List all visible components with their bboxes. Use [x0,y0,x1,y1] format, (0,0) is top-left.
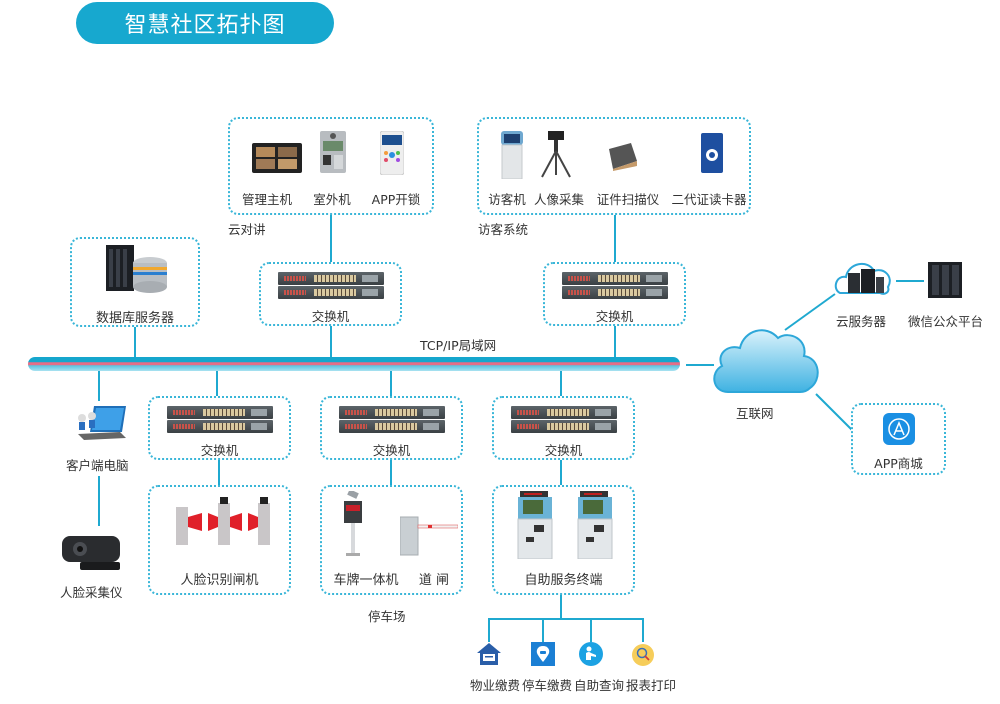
face-capture-camera-icon [62,536,120,570]
wechat-platform-server-icon [928,262,962,298]
report-print-icon [632,644,654,666]
internet-cloud-icon [713,329,819,393]
switch-label: 交换机 [595,309,634,324]
self-service-terminal-box: 自助服务终端 [492,485,635,595]
outdoor-unit-label: 室外机 [313,192,351,207]
tcp-ip-lan-bus [28,357,680,371]
face-recognition-gate-icon [176,497,270,545]
parking-fee-icon [531,642,555,666]
app-store-label: APP商城 [874,456,923,471]
switch-box-bottom-3: 交换机 [492,396,635,460]
face-recognition-gate-box: 人脸识别闸机 [148,485,291,595]
license-plate-camera-icon [344,491,362,556]
connector-line [896,280,924,282]
connector-line [98,476,100,526]
switch-icon [339,406,445,434]
switch-label: 交换机 [544,443,583,458]
connector-line [560,595,562,619]
visitor-system-group: 访客机 人像采集 证件扫描仪 二代证读卡器 [477,117,751,215]
connector-line [560,460,562,486]
database-server-icon [106,245,167,293]
connector-line [542,618,544,642]
visitor-kiosk-icon [501,131,523,179]
management-host-label: 管理主机 [241,192,292,207]
database-server-box: 数据库服务器 [70,237,200,327]
lan-bus-label: TCP/IP局域网 [420,338,497,353]
switch-label: 交换机 [200,443,239,458]
connector-line [98,371,100,401]
connector-line [330,215,332,263]
connector-line [642,618,644,642]
connector-line [134,327,136,359]
parking-box: 车牌一体机 道 闸 [320,485,463,595]
connector-line [390,460,392,486]
portrait-camera-icon [541,131,571,178]
switch-box-bottom-1: 交换机 [148,396,291,460]
portrait-capture-label: 人像采集 [533,192,584,207]
property-fee-label: 物业缴费 [470,678,521,693]
app-store-box[interactable]: APP商城 [851,403,946,475]
id-scanner-icon [609,143,637,171]
switch-box-top-left: 交换机 [259,262,402,326]
connector-line [216,371,218,397]
client-pc-icon [78,406,126,440]
switch-box-top-right: 交换机 [543,262,686,326]
connector-line [614,326,616,359]
switch-icon [167,406,273,434]
client-pc-label: 客户端电脑 [66,458,129,473]
cloud-intercom-group: 管理主机 室外机 APP开锁 [228,117,434,215]
id-card-reader-icon [701,133,723,173]
wechat-platform-label: 微信公众平台 [908,314,984,329]
app-unlock-phone-icon [380,131,404,175]
internet-label: 互联网 [736,406,774,421]
id-card-reader-label: 二代证读卡器 [671,192,747,207]
parking-group-label: 停车场 [368,609,406,624]
connector-line [815,393,853,431]
switch-label: 交换机 [372,443,411,458]
connector-line [590,618,592,642]
connector-line [488,618,490,642]
face-recognition-gate-label: 人脸识别闸机 [180,573,259,588]
barrier-gate-icon [400,516,458,556]
switch-icon [511,406,617,434]
self-service-terminal-label: 自助服务终端 [524,573,603,588]
connector-line [330,326,332,359]
connector-line [390,371,392,397]
id-scanner-label: 证件扫描仪 [596,192,660,207]
self-query-icon [579,642,603,666]
connector-line [218,460,220,486]
connector-line [686,364,714,366]
license-plate-camera-label: 车牌一体机 [333,573,399,588]
app-unlock-label: APP开锁 [371,192,421,207]
connector-line [560,371,562,397]
switch-label: 交换机 [311,309,350,324]
switch-icon [562,272,668,300]
connector-line [488,618,644,620]
cloud-intercom-group-label: 云对讲 [228,222,266,237]
switch-icon [278,272,384,300]
cloud-server-icon [834,262,891,295]
database-server-label: 数据库服务器 [95,311,174,326]
barrier-gate-label: 道 闸 [418,573,450,588]
face-capture-camera-label: 人脸采集仪 [60,585,123,600]
connector-line [614,215,616,263]
report-print-label: 报表打印 [626,678,677,693]
management-host-icon [252,143,302,173]
visitor-system-group-label: 访客系统 [478,222,529,237]
app-store-icon [883,413,915,445]
self-service-terminal-icon [517,491,613,559]
parking-fee-label: 停车缴费 [522,678,573,693]
switch-box-bottom-2: 交换机 [320,396,463,460]
outdoor-unit-icon [320,131,346,173]
visitor-kiosk-label: 访客机 [488,192,526,207]
connector-line [784,293,836,331]
cloud-server-label: 云服务器 [836,314,887,329]
self-query-label: 自助查询 [574,678,625,693]
property-fee-icon [477,643,501,665]
diagram-title: 智慧社区拓扑图 [76,2,334,44]
